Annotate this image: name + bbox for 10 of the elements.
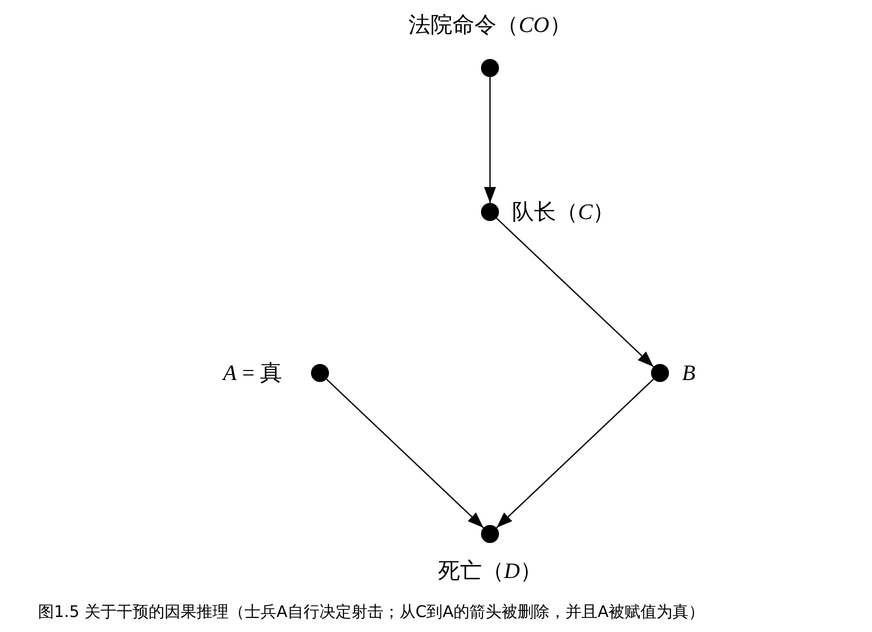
node-label: 法院命令（CO） (408, 11, 572, 39)
node-label: B (682, 359, 696, 387)
arrow (496, 218, 654, 368)
arrow (484, 77, 496, 203)
arrow (496, 378, 654, 528)
arrow (326, 378, 484, 528)
caption: 图1.5 关于干预的因果推理（士兵A自行决定射击；从C到A的箭头被删除，并且A被赋值为真） (38, 601, 705, 623)
node-label: A = 真 (223, 359, 282, 387)
node-label: 队长（C） (512, 198, 615, 226)
node-label: 死亡（D） (437, 557, 543, 585)
